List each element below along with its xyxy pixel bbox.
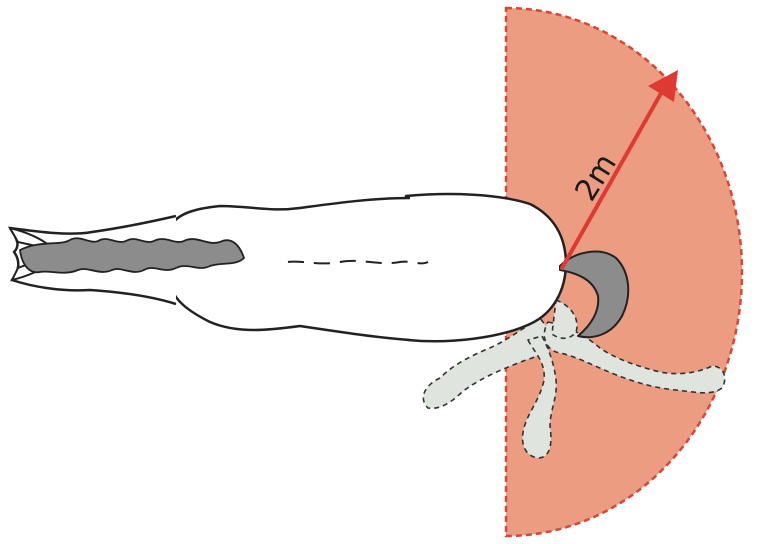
horse-barrel [170,198,410,340]
